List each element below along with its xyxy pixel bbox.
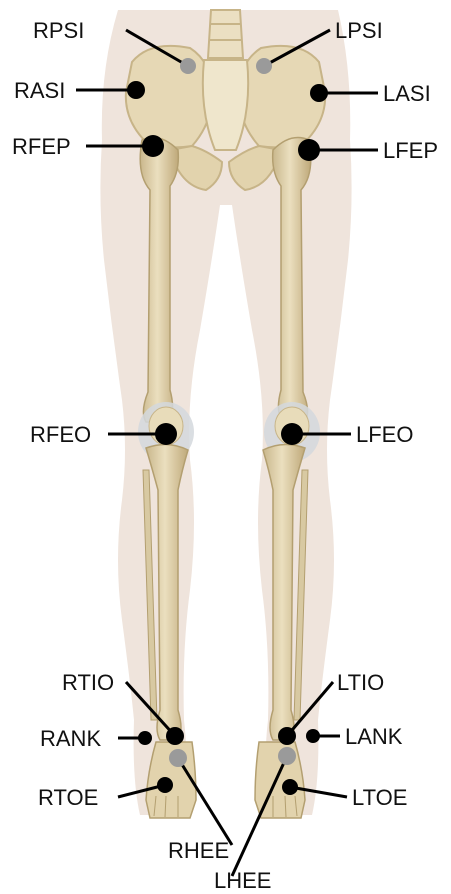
marker-dot-rasi [127, 81, 145, 99]
marker-label-rtoe: RTOE [38, 785, 98, 810]
marker-label-rfeo: RFEO [30, 422, 91, 447]
marker-dot-lfeo [281, 423, 303, 445]
marker-label-lfep: LFEP [383, 138, 438, 163]
marker-label-lhee: LHEE [214, 868, 271, 893]
marker-dot-lfep [298, 139, 320, 161]
marker-dot-lank [306, 729, 320, 743]
marker-dot-rfeo [155, 423, 177, 445]
marker-label-rfep: RFEP [12, 134, 71, 159]
lower-legs [143, 444, 308, 740]
marker-label-rtio: RTIO [62, 670, 114, 695]
marker-label-ltio: LTIO [337, 670, 384, 695]
lumbar-spine [208, 10, 243, 58]
marker-dot-lasi [310, 84, 328, 102]
marker-label-rasi: RASI [14, 78, 65, 103]
marker-dot-rhee [169, 749, 187, 767]
marker-label-lank: LANK [345, 724, 403, 749]
sacrum [203, 60, 248, 150]
marker-dot-lhee [278, 747, 296, 765]
marker-label-rpsi: RPSI [33, 18, 84, 43]
marker-label-lpsi: LPSI [335, 18, 383, 43]
marker-dot-rank [138, 731, 152, 745]
marker-dot-rpsi [180, 58, 196, 74]
marker-dot-rfep [142, 135, 164, 157]
marker-label-lfeo: LFEO [356, 422, 413, 447]
marker-label-lasi: LASI [383, 81, 431, 106]
marker-label-ltoe: LTOE [352, 785, 407, 810]
marker-dot-rtio [166, 727, 184, 745]
marker-label-rank: RANK [40, 726, 101, 751]
marker-label-rhee: RHEE [168, 838, 229, 863]
marker-dot-ltio [278, 727, 296, 745]
marker-dot-ltoe [282, 779, 298, 795]
marker-dot-lpsi [256, 58, 272, 74]
marker-dot-rtoe [157, 777, 173, 793]
